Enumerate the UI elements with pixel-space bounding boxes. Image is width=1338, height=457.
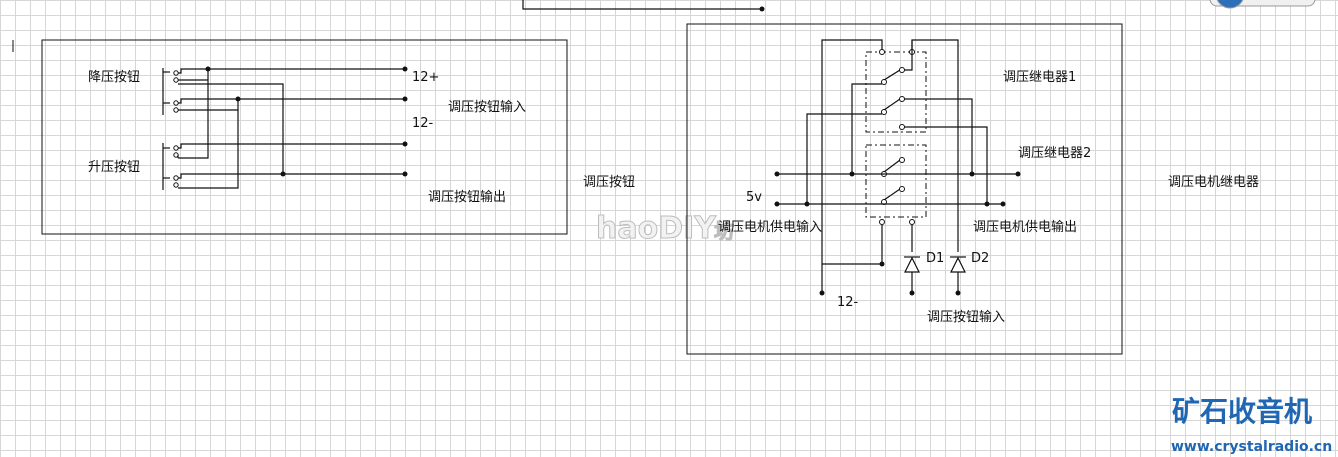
relay-module-frame <box>686 23 1123 355</box>
logo-title: 矿石收音机 <box>1172 395 1312 428</box>
motor-supply-output-label: 调压电机供电输出 <box>973 219 1077 235</box>
v12-minus-right-label: 12- <box>837 295 859 310</box>
down-button-label: 降压按钮 <box>88 70 140 85</box>
corner-button-fragment[interactable] <box>1209 0 1316 9</box>
up-button-label: 升压按钮 <box>88 160 140 175</box>
v12-minus-label: 12- <box>412 116 434 131</box>
button-module-frame <box>41 39 568 235</box>
site-logo: 矿石收音机 www.crystalradio.cn <box>1171 395 1332 455</box>
d2-label: D2 <box>971 251 989 266</box>
haodiy-watermark: haoDIY 坊 <box>596 211 735 247</box>
v12-plus-label: 12+ <box>412 70 439 85</box>
button-junctions <box>205 66 408 177</box>
motor-relay-title: 调压电机继电器 <box>1168 175 1259 190</box>
diode-d2 <box>950 256 966 273</box>
svg-text:haoDIY: haoDIY <box>596 211 717 246</box>
top-wire <box>522 0 765 12</box>
relay-contacts <box>879 49 915 225</box>
relay-module[interactable]: 调压继电器1 调压继电器2 5v 调压电机供电输入 调压电机供电输出 D1 D2… <box>686 23 1123 355</box>
motor-supply-input-label: 调压电机供电输入 <box>718 219 822 235</box>
relay2-label: 调压继电器2 <box>1018 146 1091 161</box>
logo-url: www.crystalradio.cn <box>1171 439 1332 455</box>
svg-text:坊: 坊 <box>714 219 734 243</box>
button-module[interactable]: 降压按钮 升压按钮 12+ 12- 调压按钮输入 调压按钮输出 <box>41 39 568 235</box>
relay-junctions <box>774 171 1021 296</box>
button-title: 调压按钮 <box>583 175 635 190</box>
button-output-label: 调压按钮输出 <box>428 189 506 205</box>
relay2-outline <box>865 144 927 218</box>
button-input-label: 调压按钮输入 <box>448 99 526 115</box>
relay1-outline <box>865 51 927 133</box>
d1-label: D1 <box>926 251 944 266</box>
button-contacts <box>173 70 179 188</box>
button-wires <box>177 68 405 189</box>
button-input-right-label: 调压按钮输入 <box>927 309 1005 325</box>
relay1-label: 调压继电器1 <box>1003 70 1076 85</box>
diode-d1 <box>904 256 920 273</box>
relay-wires <box>777 39 1018 293</box>
v5-label: 5v <box>746 190 762 205</box>
